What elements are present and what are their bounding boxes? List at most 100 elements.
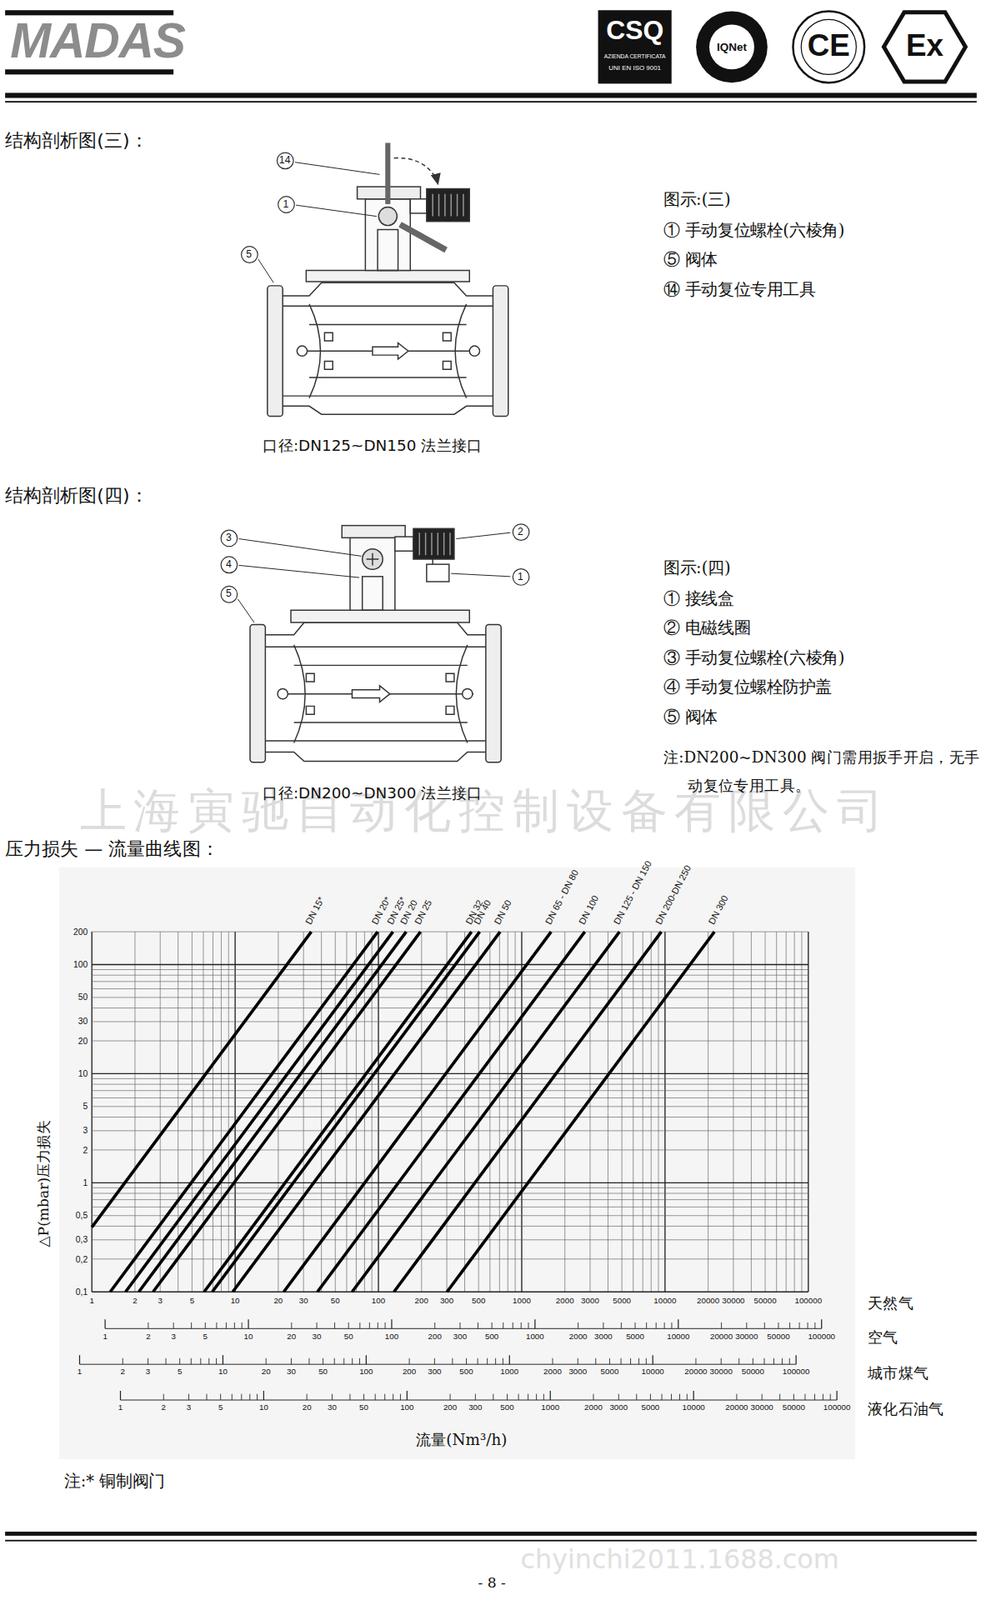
grid-line: [478, 931, 480, 1292]
leader-line: [237, 532, 511, 623]
axis-tick: [655, 1322, 657, 1329]
valve-drawing: [267, 142, 509, 416]
axis-tick: [593, 1394, 595, 1401]
tick-label: 30: [286, 1367, 296, 1378]
flow-curve: [232, 931, 501, 1292]
axis-tick: [475, 1394, 476, 1401]
grid-line: [91, 988, 809, 990]
flow-chart: [80, 931, 838, 1401]
grid-line: [91, 975, 809, 976]
axis-tick: [365, 1355, 367, 1365]
tick-label: 3: [40, 1125, 88, 1138]
axis-tick: [231, 1394, 233, 1401]
tick-label: 20: [261, 1367, 271, 1378]
section-heading: 结构剖析图(三)：: [5, 128, 148, 153]
axis-tick: [789, 1322, 791, 1329]
grid-line: [520, 931, 522, 1292]
tick-label: 100: [400, 1403, 414, 1414]
tick-label: 20000: [684, 1367, 707, 1378]
logo-text: AZIENDA CERTIFICATA: [604, 53, 666, 61]
axis-tick: [351, 1358, 353, 1365]
axis-tick: [306, 1394, 308, 1401]
tick-label: 30000: [710, 1367, 733, 1378]
header: [5, 10, 977, 103]
grid-line: [91, 1041, 809, 1042]
tick-label: 50: [318, 1367, 328, 1378]
tick-label: 50: [359, 1403, 369, 1414]
axis-tick: [661, 1394, 663, 1401]
axis-tick: [645, 1358, 647, 1365]
tick-label: 20000: [725, 1403, 748, 1414]
legend-item: ② 电磁线圈: [663, 618, 751, 639]
axis-tick: [835, 1391, 837, 1401]
callout-number: 4: [225, 559, 232, 570]
logo-text: CE: [807, 27, 851, 65]
tick-label: 2: [161, 1403, 166, 1414]
axis-tick: [679, 1394, 681, 1401]
grid-line: [91, 1021, 809, 1022]
tick-label: 2: [120, 1367, 126, 1378]
axis-tick: [190, 1358, 192, 1365]
axis-title: △P(mbar)压力损失: [33, 1120, 52, 1247]
axis-tick: [450, 1394, 451, 1401]
axis-tick: [163, 1394, 165, 1401]
tick-label: 100: [385, 1331, 399, 1342]
axis-tick: [477, 1322, 479, 1329]
grid-line: [91, 1226, 809, 1227]
tick-label: 100000: [782, 1367, 811, 1378]
tick-label: 20000: [696, 1296, 720, 1307]
watermark: chyinchi2011.1688.com: [520, 1544, 840, 1576]
axis-tick: [409, 1358, 411, 1365]
axis-tick: [190, 1322, 192, 1329]
tick-label: 500: [471, 1296, 486, 1307]
tick-label: 500: [485, 1331, 499, 1342]
axis-tick: [234, 1322, 236, 1329]
axis-tick: [205, 1394, 207, 1401]
grid-line: [800, 931, 802, 1292]
grid-line: [807, 931, 809, 1292]
axis-tick: [165, 1358, 167, 1365]
axis-tick: [205, 1322, 206, 1329]
axis-tick: [348, 1322, 350, 1329]
tick-label: 2000: [543, 1367, 562, 1378]
tick-label: 1000: [525, 1331, 545, 1342]
figure-caption: 口径:DN200~DN300 法兰接口: [262, 782, 483, 803]
grid-line: [507, 931, 509, 1292]
grid-line: [420, 931, 422, 1292]
axis-tick: [527, 1394, 529, 1401]
tick-label: 500: [459, 1367, 473, 1378]
callout-circle: 5: [220, 585, 238, 603]
axis-tick: [693, 1391, 695, 1401]
tick-label: 3: [170, 1331, 176, 1342]
axis-tick: [509, 1355, 511, 1365]
grid-line: [658, 931, 660, 1292]
grid-line: [794, 931, 796, 1292]
legend-item: ⑭ 手动复位专用工具: [663, 280, 816, 301]
tick-label: 10000: [641, 1367, 665, 1378]
tick-label: 300: [468, 1403, 482, 1414]
axis-tick: [486, 1358, 488, 1365]
tick-label: 5: [177, 1367, 182, 1378]
grid-line: [91, 1258, 809, 1260]
axis-tick: [830, 1394, 831, 1401]
tick-label: 30: [299, 1296, 309, 1307]
callout-number: 1: [282, 199, 289, 210]
grid-line: [212, 931, 214, 1292]
axis-tick: [334, 1358, 336, 1365]
figure-caption: 口径:DN125~DN150 法兰接口: [262, 435, 483, 456]
axis-tick: [349, 1394, 351, 1401]
axis-tick: [79, 1355, 81, 1365]
axis-tick: [664, 1322, 666, 1329]
tick-label: 2: [40, 1144, 88, 1157]
axis-tick: [609, 1358, 611, 1365]
axis-tick: [147, 1358, 149, 1365]
tick-label: 1: [89, 1296, 94, 1307]
tick-label: 30000: [735, 1331, 758, 1342]
grid-line: [228, 931, 230, 1292]
axis-tick: [290, 1322, 292, 1329]
axis-line: [120, 1400, 837, 1402]
axis-tick: [635, 1394, 637, 1401]
tick-label: 10000: [653, 1296, 676, 1307]
grid-line: [446, 931, 448, 1292]
legend-heading: 图示:(三): [663, 190, 731, 211]
